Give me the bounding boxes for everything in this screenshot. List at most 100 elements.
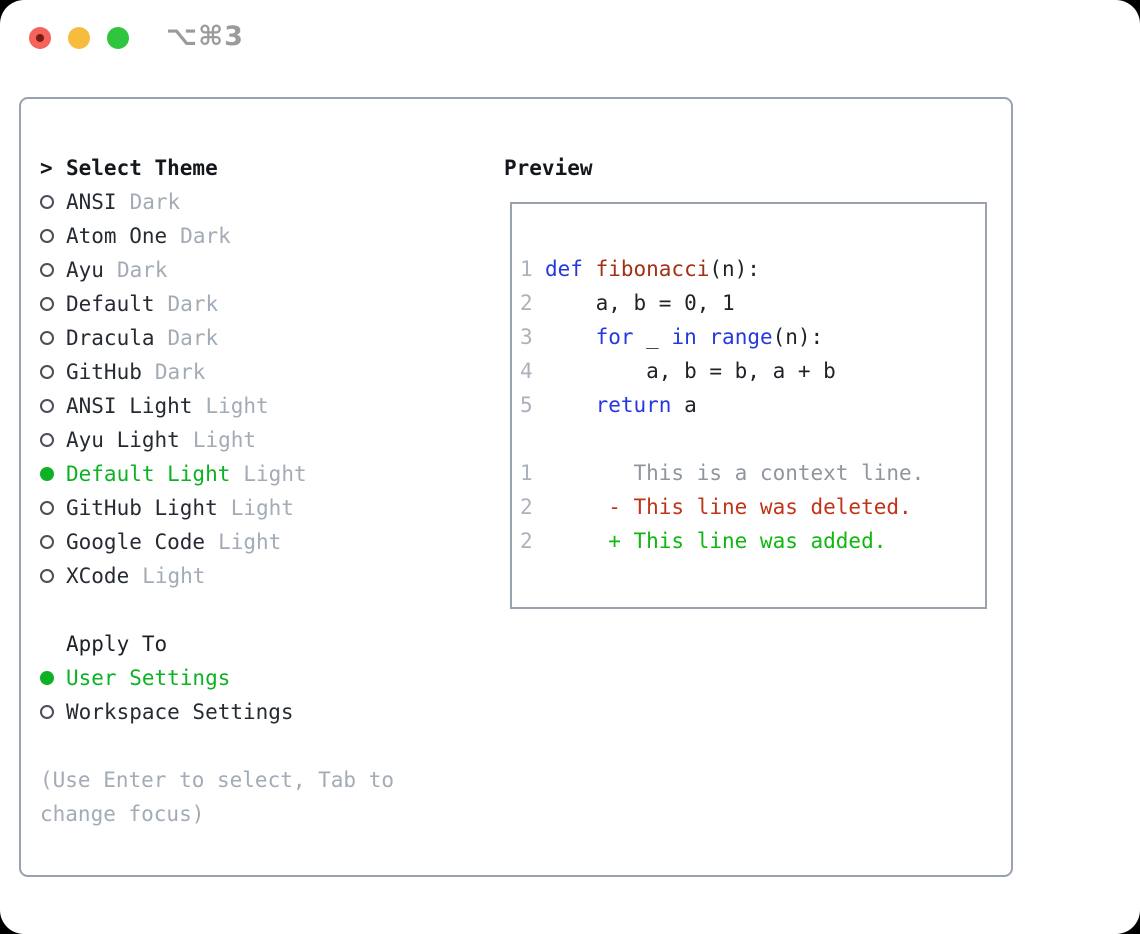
code-line: 2 a, b = 0, 1 <box>520 286 985 320</box>
code-segment: a, b = b, a + b <box>545 359 836 383</box>
radio-icon <box>40 263 54 277</box>
close-button[interactable] <box>29 27 51 49</box>
code-segment: This is a context line. <box>545 461 925 485</box>
theme-name: Default <box>66 292 155 316</box>
theme-option-github[interactable]: GitHub Dark <box>40 355 500 389</box>
code-segment <box>545 325 596 349</box>
line-number: 1 <box>520 461 533 485</box>
radio-icon <box>40 501 54 515</box>
diff-block: 1 This is a context line.2 - This line w… <box>520 456 985 558</box>
radio-icon <box>40 535 54 549</box>
maximize-button[interactable] <box>107 27 129 49</box>
theme-variant: Light <box>205 394 269 418</box>
radio-icon <box>40 467 54 481</box>
theme-variant: Dark <box>167 326 219 350</box>
line-number: 5 <box>520 393 533 417</box>
radio-icon <box>40 705 54 719</box>
theme-option-dracula[interactable]: Dracula Dark <box>40 321 500 355</box>
code-line: 3 for _ in range(n): <box>520 320 985 354</box>
theme-name: Default Light <box>66 462 231 486</box>
theme-option-ansi[interactable]: ANSI Dark <box>40 185 500 219</box>
radio-icon <box>40 433 54 447</box>
diff-line: 2 + This line was added. <box>520 524 985 558</box>
theme-variant: Light <box>192 428 257 452</box>
radio-icon <box>40 331 54 345</box>
spacer <box>40 729 500 763</box>
select-theme-title: Select Theme <box>66 156 218 180</box>
line-number: 2 <box>520 529 533 553</box>
radio-icon <box>40 297 54 311</box>
window-title: ⌥⌘3 <box>166 21 244 52</box>
code-segment <box>545 393 596 417</box>
radio-icon <box>40 195 54 209</box>
theme-name: ANSI Light <box>66 394 193 418</box>
line-number: 1 <box>520 257 533 281</box>
theme-variant: Dark <box>154 360 206 384</box>
code-segment: a <box>671 393 697 417</box>
theme-name: ANSI <box>66 190 117 214</box>
apply-option-workspace-settings[interactable]: Workspace Settings <box>40 695 500 729</box>
theme-variant: Dark <box>116 258 168 282</box>
code-segment: (n): <box>709 257 760 281</box>
apply-option-user-settings[interactable]: User Settings <box>40 661 500 695</box>
code-line: 1 def fibonacci(n): <box>520 252 985 286</box>
code-segment: def <box>545 257 596 281</box>
theme-option-default-light[interactable]: Default Light Light <box>40 457 500 491</box>
hint-text-line-1: (Use Enter to select, Tab to <box>40 768 395 792</box>
code-segment: fibonacci <box>595 257 710 281</box>
theme-variant: Light <box>243 462 307 486</box>
line-number: 2 <box>520 495 533 519</box>
apply-to-title: Apply To <box>66 632 168 656</box>
code-line: 5 return a <box>520 388 985 422</box>
theme-variant: Light <box>218 530 282 554</box>
radio-icon <box>40 229 54 243</box>
theme-option-xcode[interactable]: XCode Light <box>40 559 500 593</box>
diff-line: 1 This is a context line. <box>520 456 985 490</box>
theme-name: Ayu <box>66 258 104 282</box>
spacer <box>40 593 500 627</box>
line-number: 2 <box>520 291 533 315</box>
minimize-button[interactable] <box>68 27 90 49</box>
code-segment: (n): <box>772 325 824 349</box>
theme-variant: Light <box>230 496 294 520</box>
code-segment: a, b = 0, 1 <box>545 291 735 315</box>
apply-option-label: User Settings <box>66 666 231 690</box>
theme-name: Dracula <box>66 326 155 350</box>
theme-option-google-code[interactable]: Google Code Light <box>40 525 500 559</box>
code-segment: + This line was added. <box>545 529 887 553</box>
theme-option-ansi-light[interactable]: ANSI Light Light <box>40 389 500 423</box>
theme-option-ayu-light[interactable]: Ayu Light Light <box>40 423 500 457</box>
code-segment: return <box>595 393 672 417</box>
radio-icon <box>40 399 54 413</box>
theme-name: Google Code <box>66 530 206 554</box>
theme-variant: Light <box>142 564 206 588</box>
code-segment <box>697 325 710 349</box>
select-theme-header: > Select Theme <box>40 151 500 185</box>
theme-option-ayu[interactable]: Ayu Dark <box>40 253 500 287</box>
theme-option-github-light[interactable]: GitHub Light Light <box>40 491 500 525</box>
theme-name: XCode <box>66 564 130 588</box>
preview-title: Preview <box>504 156 593 180</box>
theme-name: Ayu Light <box>66 428 180 452</box>
theme-option-default[interactable]: Default Dark <box>40 287 500 321</box>
diff-line: 2 - This line was deleted. <box>520 490 985 524</box>
theme-variant: Dark <box>167 292 219 316</box>
radio-icon <box>40 569 54 583</box>
apply-to-header: Apply To <box>40 627 500 661</box>
code-segment: range <box>709 325 773 349</box>
title-bar: ⌥⌘3 <box>0 0 1140 76</box>
theme-name: GitHub Light <box>66 496 218 520</box>
theme-variant: Dark <box>129 190 181 214</box>
code-segment: for <box>595 325 634 349</box>
theme-name: GitHub <box>66 360 142 384</box>
radio-icon <box>40 365 54 379</box>
code-segment: - This line was deleted. <box>545 495 912 519</box>
